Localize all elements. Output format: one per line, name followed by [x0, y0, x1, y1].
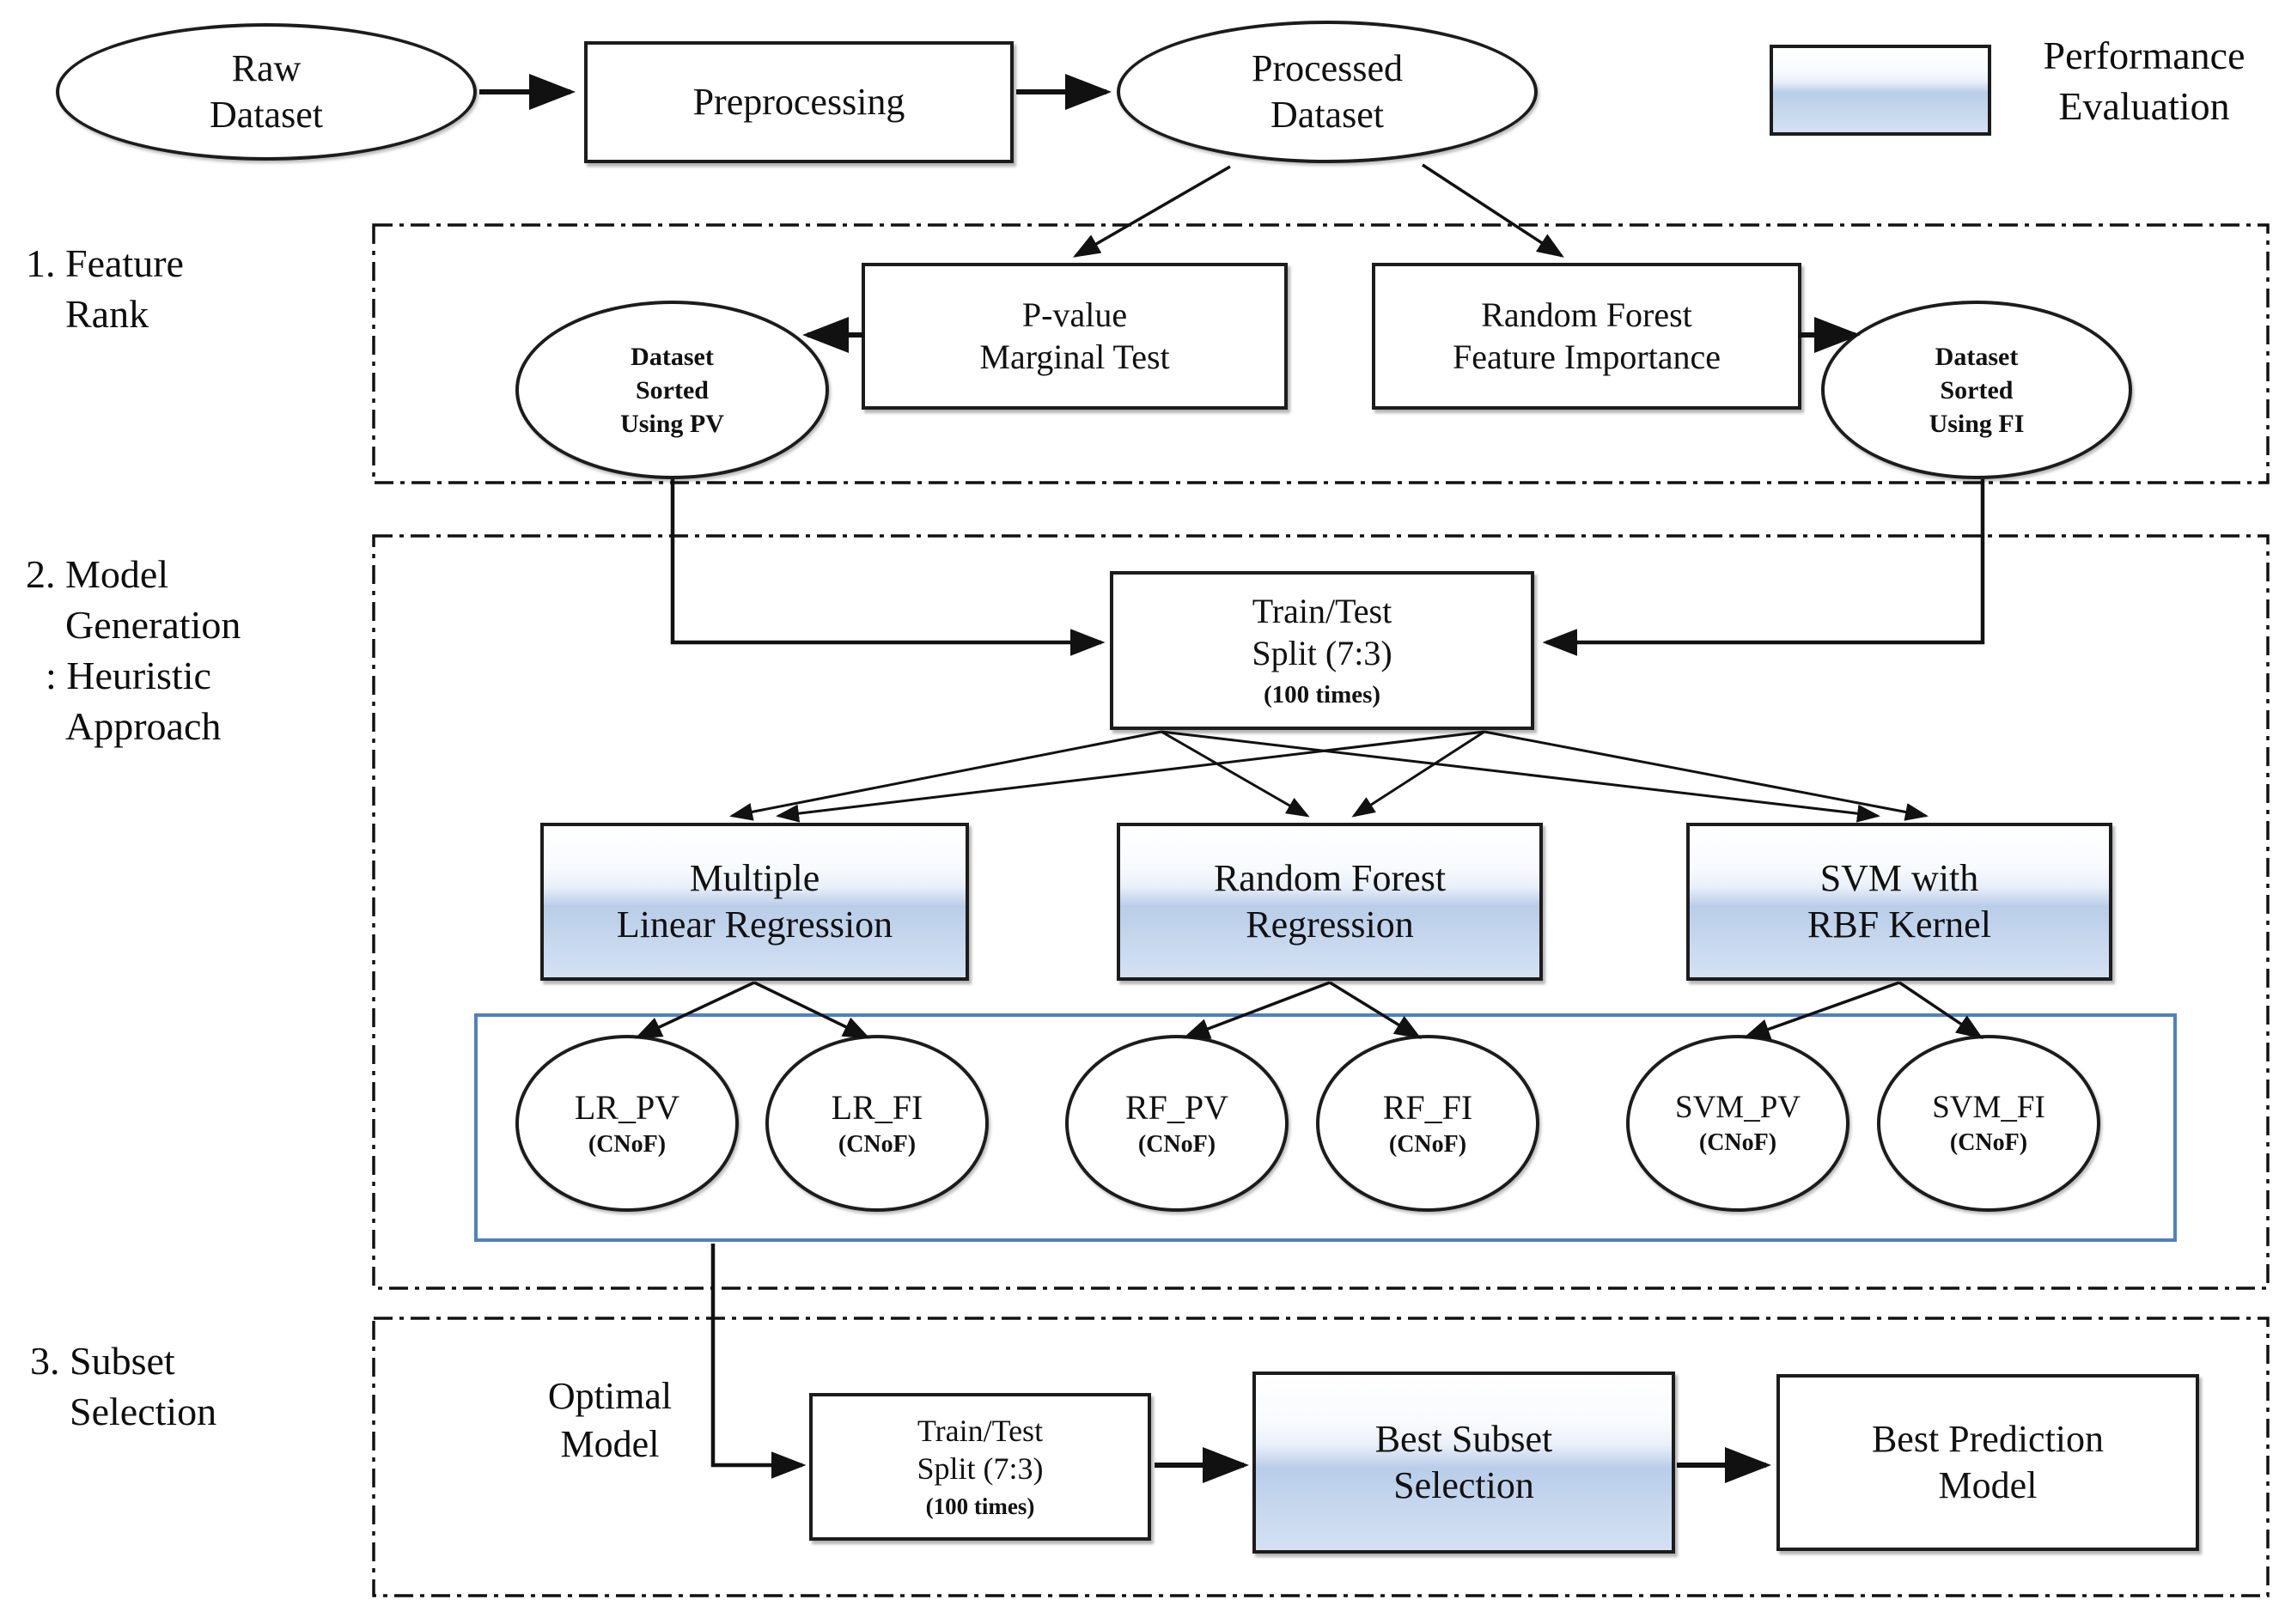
- optimal-model-label: Optimal Model: [547, 1375, 673, 1466]
- train-test-split-2-sub: (100 times): [925, 1493, 1035, 1520]
- rf-pv-label: RF_PV: [1124, 1087, 1229, 1127]
- random-forest-regression-box: Random Forest Regression: [1117, 823, 1543, 981]
- legend-label: Performance Evaluation: [2043, 33, 2245, 128]
- arrow-optimal-to-tt2: [710, 1244, 807, 1479]
- rf-pv-sub: (CNoF): [1137, 1131, 1216, 1159]
- dataset-sorted-fi-label: Dataset Sorted Using FI: [1929, 342, 2025, 438]
- arrow-processed-to-rfimp: [1422, 163, 1564, 258]
- arrow-tt1-pv-to-mlr: [729, 730, 1162, 821]
- arrow-tt1-pv-to-svm: [1161, 730, 1880, 823]
- dataset-sorted-pv-ellipse: Dataset Sorted Using PV: [515, 301, 829, 479]
- arrow-tt1-fi-to-svm: [1484, 730, 1929, 821]
- lr-fi-circle: LR_FI (CNoF): [765, 1035, 989, 1212]
- raw-dataset-ellipse: Raw Dataset: [56, 23, 477, 161]
- svm-pv-label: SVM_PV: [1675, 1090, 1801, 1126]
- arrow-sortedfi-to-tt1: [1542, 479, 1985, 656]
- best-subset-selection-box: Best Subset Selection: [1252, 1372, 1675, 1554]
- section-1-label: 1. Feature Rank: [26, 241, 184, 336]
- multiple-linear-regression-box: Multiple Linear Regression: [540, 823, 969, 981]
- preprocessing-label: Preprocessing: [692, 81, 905, 124]
- pvalue-marginal-test-box: P-value Marginal Test: [862, 263, 1288, 410]
- svm-fi-sub: (CNoF): [1949, 1129, 2028, 1157]
- section-2-label: 2. Model Generation : Heuristic Approach: [26, 552, 241, 748]
- train-test-split-1-box: Train/Test Split (7:3) (100 times): [1110, 571, 1534, 730]
- svm-pv-circle: SVM_PV (CNoF): [1626, 1035, 1849, 1212]
- train-test-split-2-title: Train/Test Split (7:3): [917, 1413, 1044, 1486]
- processed-dataset-ellipse: Processed Dataset: [1117, 21, 1538, 163]
- lr-fi-label: LR_FI: [831, 1087, 923, 1127]
- arrow-processed-to-pvalue: [1072, 165, 1231, 258]
- arrow-tt1-fi-to-rfr: [1351, 730, 1485, 818]
- best-prediction-model-box: Best Prediction Model: [1776, 1374, 2199, 1551]
- pvalue-marginal-test-label: P-value Marginal Test: [979, 295, 1170, 376]
- svm-rbf-kernel-label: SVM with RBF Kernel: [1807, 857, 1991, 946]
- preprocessing-box: Preprocessing: [584, 41, 1014, 163]
- svm-pv-sub: (CNoF): [1698, 1129, 1777, 1157]
- random-forest-regression-label: Random Forest Regression: [1213, 857, 1447, 946]
- lr-pv-label: LR_PV: [574, 1087, 680, 1127]
- dataset-sorted-pv-label: Dataset Sorted Using PV: [620, 342, 724, 438]
- dataset-sorted-fi-ellipse: Dataset Sorted Using FI: [1821, 301, 2132, 479]
- train-test-split-2-box: Train/Test Split (7:3) (100 times): [809, 1393, 1151, 1541]
- performance-evaluation-swatch: [1770, 45, 1991, 136]
- arrow-sortedpv-to-tt1: [670, 479, 1106, 656]
- rf-feature-importance-label: Random Forest Feature Importance: [1452, 295, 1721, 376]
- rf-fi-circle: RF_FI (CNoF): [1316, 1035, 1539, 1212]
- svm-fi-label: SVM_FI: [1932, 1090, 2045, 1126]
- section-3-label: 3. Subset Selection: [30, 1339, 217, 1433]
- lr-fi-sub: (CNoF): [838, 1131, 917, 1159]
- train-test-split-1-title: Train/Test Split (7:3): [1252, 592, 1392, 672]
- train-test-split-1-sub: (100 times): [1263, 680, 1381, 709]
- rf-fi-label: RF_FI: [1382, 1087, 1473, 1127]
- rf-feature-importance-box: Random Forest Feature Importance: [1372, 263, 1801, 410]
- lr-pv-circle: LR_PV (CNoF): [515, 1035, 739, 1212]
- arrow-tt1-fi-to-mlr: [776, 730, 1485, 823]
- svm-fi-circle: SVM_FI (CNoF): [1877, 1035, 2100, 1212]
- rf-pv-circle: RF_PV (CNoF): [1065, 1035, 1289, 1212]
- arrow-tt1-pv-to-rfr: [1161, 730, 1310, 818]
- best-prediction-model-label: Best Prediction Model: [1871, 1418, 2105, 1506]
- multiple-linear-regression-label: Multiple Linear Regression: [616, 857, 893, 946]
- best-subset-selection-label: Best Subset Selection: [1374, 1418, 1553, 1506]
- svm-rbf-kernel-box: SVM with RBF Kernel: [1686, 823, 2112, 981]
- rf-fi-sub: (CNoF): [1388, 1131, 1467, 1159]
- lr-pv-sub: (CNoF): [588, 1131, 667, 1159]
- processed-dataset-label: Processed Dataset: [1252, 47, 1403, 136]
- raw-dataset-label: Raw Dataset: [210, 47, 323, 136]
